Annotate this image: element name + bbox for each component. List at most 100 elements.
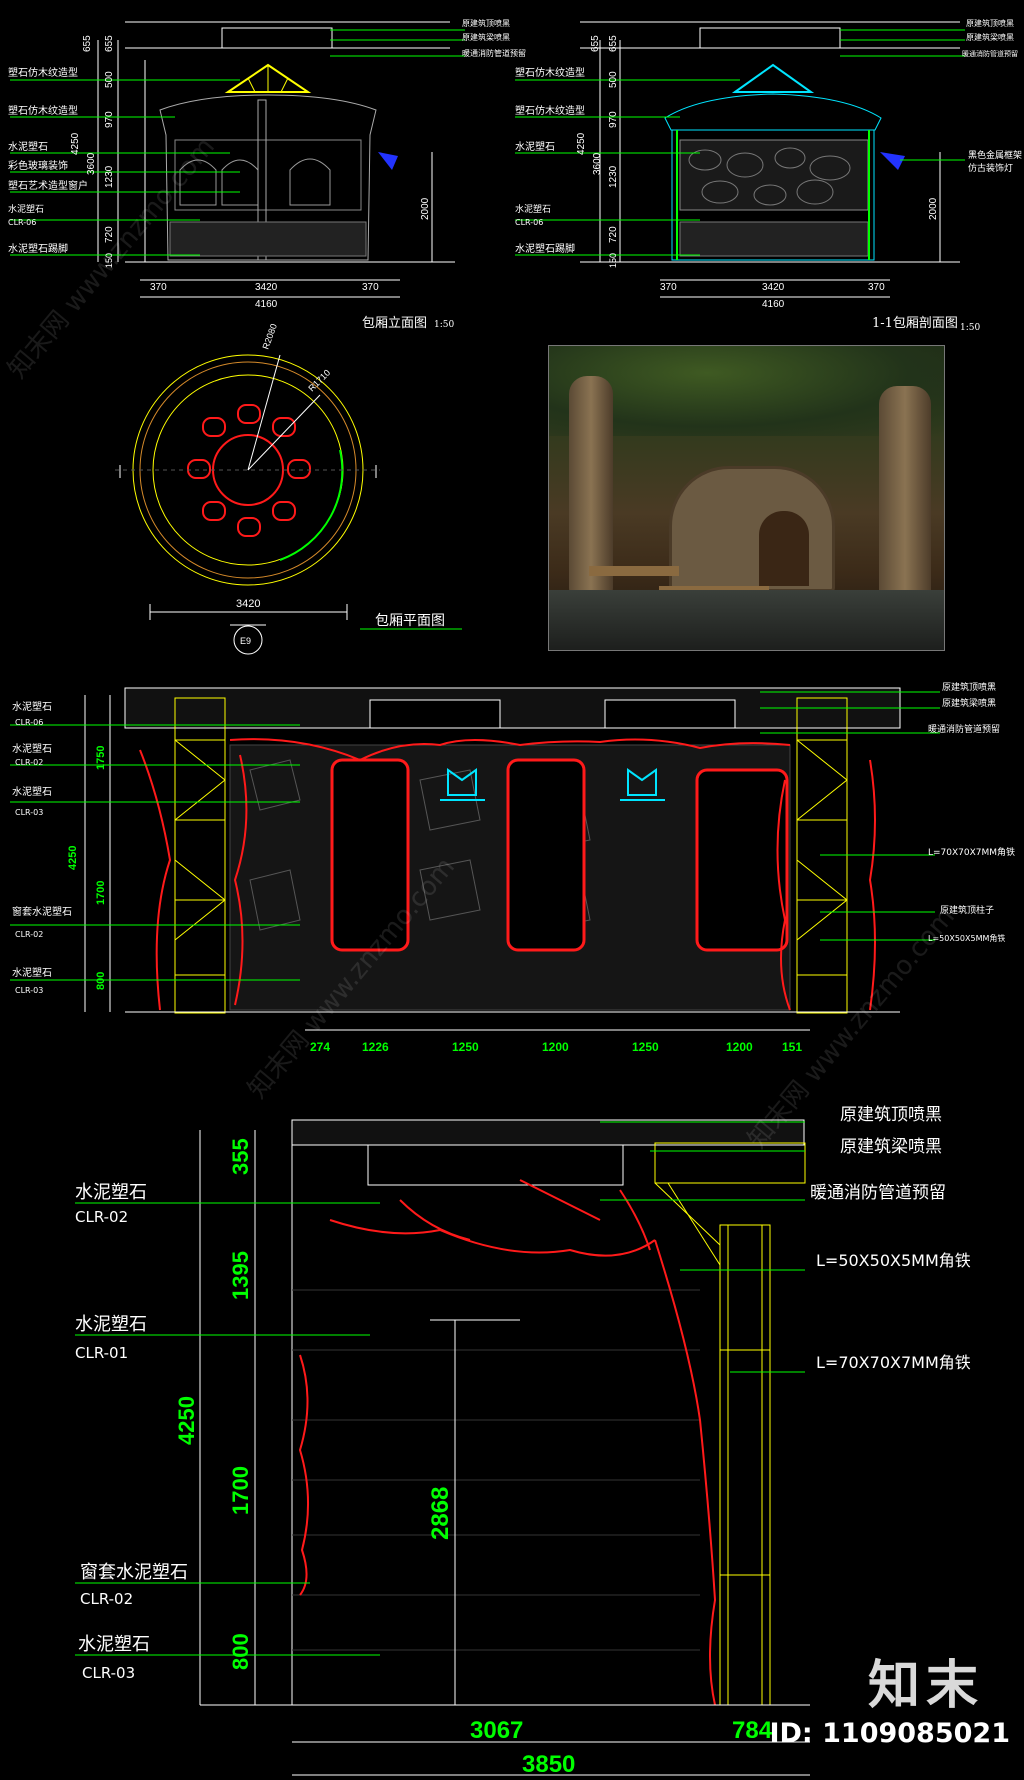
restaurant-photo [548,345,945,651]
section-hdim: 3420 [762,282,785,293]
section-vdim: 655 [590,35,601,52]
elev-vdim: 500 [104,71,115,88]
detail-right-label: L=70X70X7MM角铁 [816,1353,971,1372]
elev-vdim: 150 [104,253,114,268]
wall-label: 窗套水泥塑石 [12,905,72,918]
section-label: 水泥塑石 [515,140,555,153]
elev-hdim: 4160 [255,299,278,310]
section-vdim: 3600 [592,152,603,175]
wall-code: CLR-06 [15,718,43,727]
detail-vdim: 1700 [228,1466,253,1515]
wall-hdim: 1226 [362,1040,389,1054]
plan-tag: E9 [240,636,251,646]
detail-label: 水泥塑石 [75,1182,147,1203]
wall-code: CLR-02 [15,930,43,939]
section-label: CLR-06 [515,218,543,227]
wall-label: 水泥塑石 [12,785,52,798]
wall-vdim: 4250 [67,846,79,870]
elev-vdim: 1230 [104,165,115,188]
detail-vdim: 1395 [228,1251,253,1300]
section-label: 塑石仿木纹造型 [515,104,585,117]
elev-label: 水泥塑石 [8,203,44,215]
section-scale: 1:50 [960,323,980,333]
wall-code: CLR-02 [15,758,43,767]
detail-hdim: 3850 [522,1751,575,1778]
wall-vdim: 1750 [95,746,107,770]
section-hdim: 370 [868,282,885,293]
plan-title: 包厢平面图 [375,613,445,629]
id-text: ID: 1109085021 [769,1718,1010,1749]
section-hdim: 370 [660,282,677,293]
elev-title: 包厢立面图 [362,316,427,331]
section-vdim: 2000 [928,197,939,220]
plan-dim: 3420 [236,598,260,610]
elev-label: 塑石仿木纹造型 [8,66,78,79]
section-vdim: 970 [608,111,619,128]
elev-label: 水泥塑石踢脚 [8,242,68,255]
section-right-label: 原建筑顶喷黑 [966,18,1014,28]
wall-hdim: 1200 [542,1040,569,1054]
elev-label: CLR-06 [8,218,36,227]
detail-hdim: 784 [732,1717,773,1744]
plan-radius: R2080 [260,322,278,350]
elev-vdim: 970 [104,111,115,128]
detail-right-label: L=50X50X5MM角铁 [816,1251,971,1270]
section-vdim: 655 [608,35,619,52]
section-side-label: 黑色金属框架 [968,149,1022,161]
elev-vdim: 3600 [86,152,97,175]
wall-label: 水泥塑石 [12,700,52,713]
detail-right-label: 暖通消防管道预留 [810,1183,946,1203]
section-right-label: 原建筑梁喷黑 [966,32,1014,42]
elev-right-label: 原建筑顶喷黑 [462,18,510,28]
wall-hdim: 151 [782,1040,802,1054]
detail-code: CLR-02 [80,1590,133,1608]
section-vdim: 720 [608,226,619,243]
wall-hdim: 1200 [726,1040,753,1054]
section-drawing [515,21,965,298]
section-vdim: 150 [608,253,618,268]
elev-vdim: 4250 [70,132,81,155]
elev-hdim: 370 [362,282,379,293]
section-vdim: 500 [608,71,619,88]
section-vdim: 4250 [576,132,587,155]
elev-label: 水泥塑石 [8,140,48,153]
wall-label: 水泥塑石 [12,742,52,755]
detail-label: 窗套水泥塑石 [80,1562,188,1583]
elev-right-label: 暖通消防管道预留 [462,48,526,58]
elev-hdim: 370 [150,282,167,293]
wall-hdim: 274 [310,1040,330,1054]
elev-label: 塑石仿木纹造型 [8,104,78,117]
section-right-label: 暖通消防管道预留 [962,49,1018,58]
detail-label: 水泥塑石 [75,1314,147,1335]
detail-code: CLR-01 [75,1344,128,1362]
elev-hdim: 3420 [255,282,278,293]
detail-right-label: 原建筑梁喷黑 [840,1137,942,1157]
detail-code: CLR-02 [75,1208,128,1226]
section-side-label: 仿古装饰灯 [968,162,1013,174]
detail-vdim: 4250 [174,1396,199,1445]
wall-hdim: 1250 [452,1040,479,1054]
detail-label: 水泥塑石 [78,1634,150,1655]
wall-right-label: 暖通消防管道预留 [928,723,1000,735]
detail-vdim: 355 [228,1138,253,1175]
section-label: 塑石仿木纹造型 [515,66,585,79]
detail-inner-dim: 2868 [427,1487,454,1540]
elev-vdim: 655 [82,35,93,52]
elevation-drawing [10,21,465,298]
wall-right-label: L=50X50X5MM角铁 [928,933,1005,943]
plan-radius: R1710 [306,368,332,394]
wall-label: 水泥塑石 [12,966,52,979]
section-title: 1-1包厢剖面图 [872,316,958,331]
wall-code: CLR-03 [15,986,43,995]
detail-right-label: 原建筑顶喷黑 [840,1105,942,1125]
wall-right-label: 原建筑顶喷黑 [942,681,996,693]
wall-vdim: 1700 [95,881,107,905]
section-hdim: 4160 [762,299,785,310]
elev-vdim: 655 [104,35,115,52]
section-vdim: 1230 [608,165,619,188]
wall-right-label: 原建筑梁喷黑 [942,697,996,709]
wall-right-label: L=70X70X7MM角铁 [928,846,1015,858]
section-label: 水泥塑石踢脚 [515,242,575,255]
wall-right-label: 原建筑顶柱子 [940,904,994,916]
